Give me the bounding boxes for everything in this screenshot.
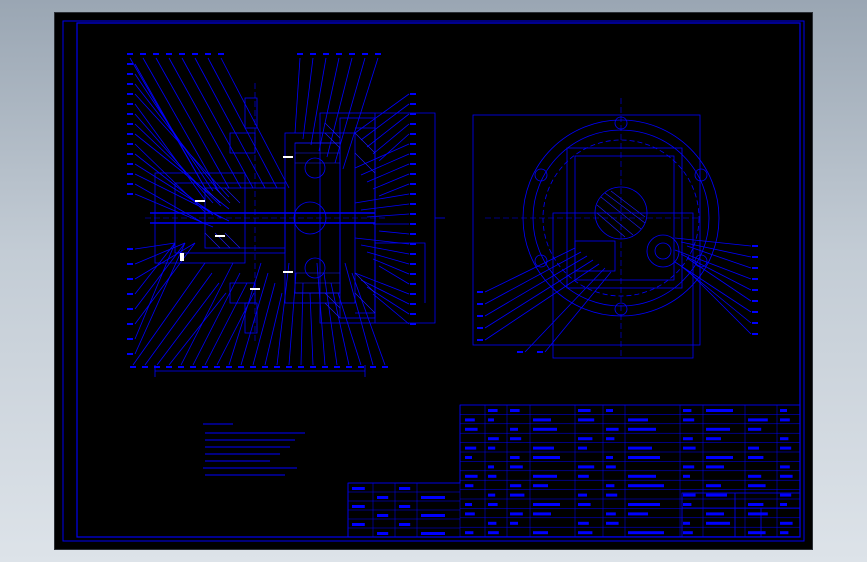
section-view: [127, 53, 445, 377]
drawing-viewport[interactable]: [55, 13, 812, 549]
parts-list: [347, 404, 801, 538]
outer-border: [62, 20, 805, 542]
end-view: [472, 98, 758, 359]
inner-border: [76, 22, 801, 538]
cad-drawing: [62, 20, 805, 542]
technical-notes: [203, 423, 305, 476]
